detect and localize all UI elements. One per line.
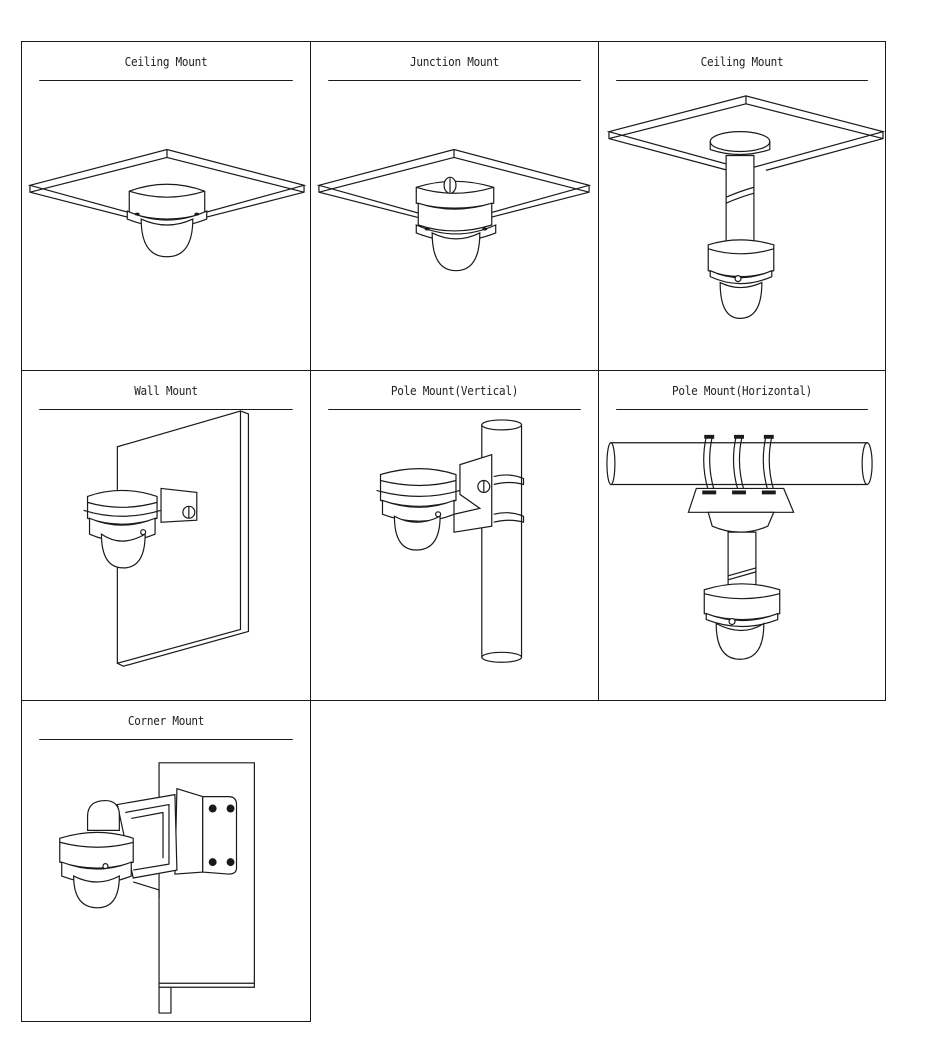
dome-camera-ceiling-icon <box>22 80 310 370</box>
cell-wall-mount: Wall Mount <box>21 370 311 701</box>
dome-camera-corner-icon <box>22 739 310 1021</box>
cell-label: Corner Mount <box>39 701 293 740</box>
cell-label: Junction Mount <box>328 42 581 81</box>
cell-corner-mount: Corner Mount <box>21 700 311 1022</box>
dome-camera-pole-vertical-icon <box>311 409 598 700</box>
cell-label: Pole Mount(Horizontal) <box>616 371 868 410</box>
pole-horizontal-illustration <box>599 409 885 700</box>
wall-mount-illustration <box>22 409 310 700</box>
dome-camera-wall-icon <box>22 409 310 700</box>
cell-ceiling-mount-pendant: Ceiling Mount <box>598 41 886 371</box>
cell-label: Pole Mount(Vertical) <box>328 371 581 410</box>
corner-mount-illustration <box>22 739 310 1021</box>
cell-label: Wall Mount <box>39 371 293 410</box>
ceiling-pendant-illustration <box>599 80 885 370</box>
junction-mount-illustration <box>311 80 598 370</box>
cell-pole-mount-horizontal: Pole Mount(Horizontal) <box>598 370 886 701</box>
cell-label: Ceiling Mount <box>39 42 293 81</box>
pole-vertical-illustration <box>311 409 598 700</box>
dome-camera-junction-icon <box>311 80 598 370</box>
dome-camera-pendant-icon <box>599 80 885 370</box>
cell-label: Ceiling Mount <box>616 42 868 81</box>
cell-ceiling-mount: Ceiling Mount <box>21 41 311 371</box>
ceiling-mount-illustration <box>22 80 310 370</box>
cell-junction-mount: Junction Mount <box>310 41 599 371</box>
dome-camera-pole-horizontal-icon <box>599 434 885 700</box>
cell-pole-mount-vertical: Pole Mount(Vertical) <box>310 370 599 701</box>
